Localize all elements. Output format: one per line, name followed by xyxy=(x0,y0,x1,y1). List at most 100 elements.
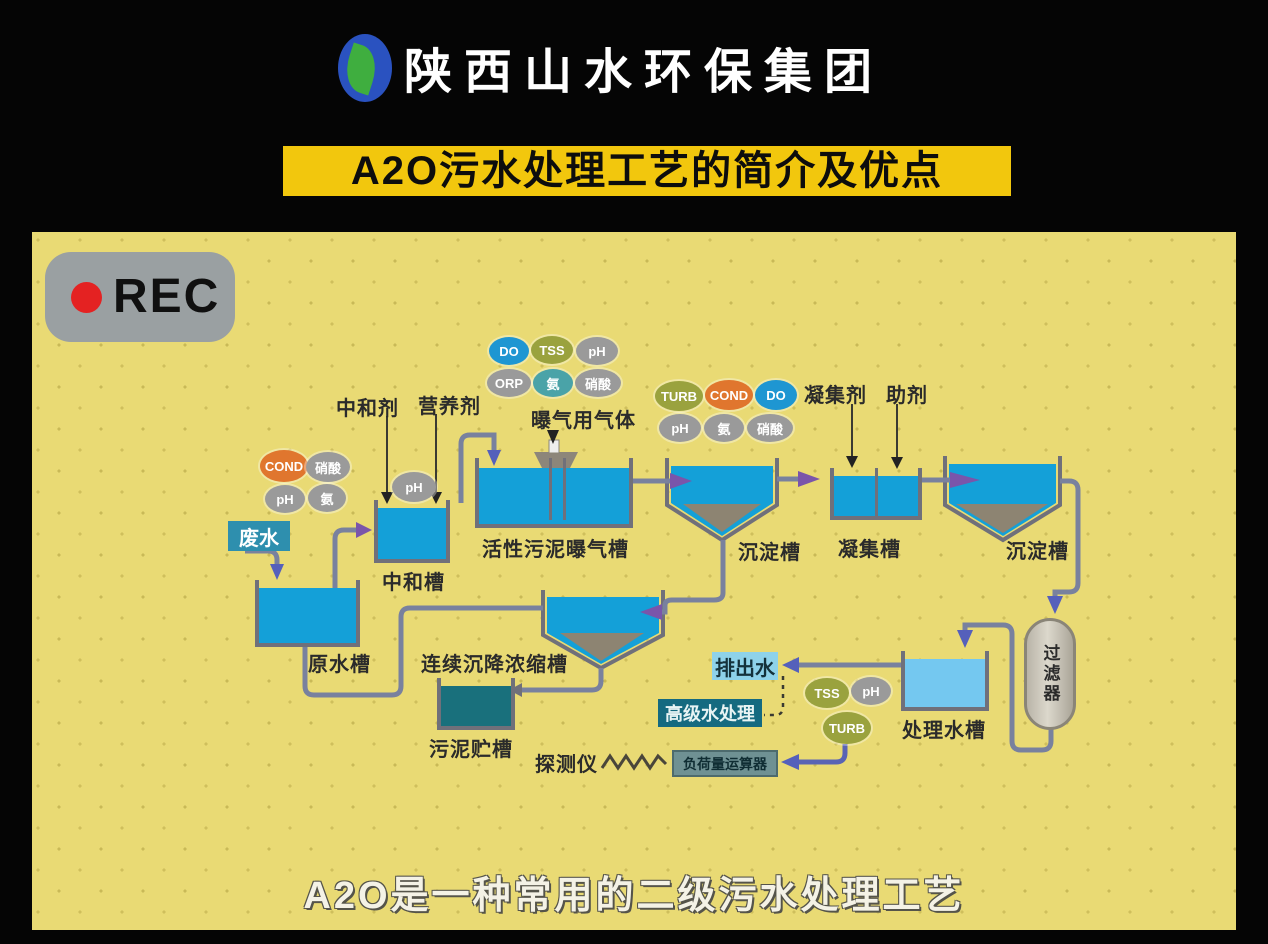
aeration-feeder xyxy=(548,439,560,454)
sensor-bubble-cond-mid: COND xyxy=(705,380,753,410)
rec-label: REC xyxy=(113,270,221,323)
sensor-bubble-ph-raw: pH xyxy=(265,485,305,513)
tank-treated-water xyxy=(901,651,989,711)
coagulation-divider xyxy=(875,468,878,516)
arrow-into-coagulation xyxy=(798,471,820,487)
arrow-into-discharge xyxy=(782,657,799,673)
arrow-neutralizer-dose xyxy=(381,492,393,504)
label-coagulant: 凝集剂 xyxy=(804,385,867,407)
clarifier2-walls xyxy=(943,456,1062,543)
sludge-water xyxy=(441,686,511,726)
chip-discharge-water: 排出水 xyxy=(712,652,778,680)
pipe-wastewater-to-raw xyxy=(245,548,280,566)
label-sludge-tank: 污泥贮槽 xyxy=(429,739,513,761)
sensor-bubble-ph-neutralization: pH xyxy=(392,472,436,502)
label-sedimentation1: 沉淀槽 xyxy=(738,542,801,564)
aeration-divider-left xyxy=(549,458,552,520)
pipe-turb-to-load-calculator xyxy=(799,744,848,765)
rec-dot-icon xyxy=(71,282,102,313)
chip-advanced-treatment: 高级水处理 xyxy=(658,699,762,727)
raw-water xyxy=(259,588,356,643)
sensor-bubble-nitrate-raw: 硝酸 xyxy=(306,452,350,482)
aeration-divider-right xyxy=(563,458,566,520)
tank-raw-water xyxy=(255,580,360,647)
title-banner: A2O污水处理工艺的简介及优点 xyxy=(283,146,1011,196)
label-aeration-gas: 曝气用气体 xyxy=(531,410,636,432)
signal-zigzag-line xyxy=(600,753,668,771)
sensor-bubble-ammonia: 氨 xyxy=(533,369,573,397)
sensor-bubble-ammonia-mid: 氨 xyxy=(704,414,744,442)
company-name: 陕西山水环保集团 xyxy=(404,46,885,99)
tank-neutralization xyxy=(374,500,450,563)
label-nutrient: 营养剂 xyxy=(418,396,481,418)
pipe-sedimentation2-to-filter xyxy=(1052,478,1081,596)
arrow-nutrient-dose xyxy=(430,492,442,504)
label-aeration-tank: 活性污泥曝气槽 xyxy=(482,539,629,561)
treated-water xyxy=(905,659,985,707)
sensor-bubble-ph-treated: pH xyxy=(851,677,891,705)
chip-load-calculator: 负荷量运算器 xyxy=(672,750,778,777)
label-neutralization-tank: 中和槽 xyxy=(382,572,445,594)
sensor-bubble-ph: pH xyxy=(576,337,618,365)
sensor-bubble-turb-mid: TURB xyxy=(655,381,703,411)
pipe-raw-to-thickener xyxy=(302,605,543,698)
label-neutralizer: 中和剂 xyxy=(336,398,399,420)
clarifier2-water xyxy=(949,464,1056,536)
content-panel xyxy=(32,232,1236,930)
filter-vessel: 过滤器 xyxy=(1024,618,1076,730)
pipe-neutralization-to-aeration xyxy=(458,432,497,503)
label-thickener: 连续沉降浓缩槽 xyxy=(421,654,568,676)
label-detector: 探测仪 xyxy=(535,754,598,776)
aeration-water xyxy=(479,468,629,524)
clarifier1-water xyxy=(671,466,773,536)
company-logo-icon xyxy=(338,34,392,102)
sensor-bubble-ph-mid: pH xyxy=(659,414,701,442)
caption-subtitle: A2O是一种常用的二级污水处理工艺 xyxy=(303,875,965,917)
dashed-discharge-to-advanced xyxy=(764,676,785,717)
sensor-bubble-ammonia-raw: 氨 xyxy=(308,484,346,512)
pipe-raw-to-neutralization xyxy=(332,527,356,590)
sensor-bubble-tss-treated: TSS xyxy=(805,678,849,708)
sensor-bubble-nitrate: 硝酸 xyxy=(575,369,621,397)
thickener-sediment xyxy=(560,633,644,661)
arrow-into-aeration xyxy=(487,450,501,466)
arrow-into-filter xyxy=(1047,596,1063,614)
tank-coagulation xyxy=(830,468,922,520)
sensor-bubble-do-mid: DO xyxy=(755,380,797,410)
pipe-thickener-to-sludge-tank xyxy=(522,668,604,693)
sensor-bubble-tss: TSS xyxy=(531,336,573,364)
sensor-bubble-nitrate-mid: 硝酸 xyxy=(747,414,793,442)
pipe-filter-to-treated xyxy=(962,622,1054,753)
arrow-into-sludge-tank xyxy=(509,683,522,697)
label-raw-tank: 原水槽 xyxy=(308,654,371,676)
chip-wastewater: 废水 xyxy=(228,521,290,551)
neutralization-water xyxy=(378,508,446,559)
arrow-aux-dose xyxy=(891,457,903,469)
arrow-aeration-gas xyxy=(547,430,559,444)
label-aux-agent: 助剂 xyxy=(886,385,928,407)
label-treated-tank: 处理水槽 xyxy=(902,720,986,742)
rec-indicator: REC xyxy=(45,252,235,342)
arrow-coagulant-dose xyxy=(846,456,858,468)
tank-aeration xyxy=(475,458,633,528)
sensor-bubble-orp: ORP xyxy=(487,369,531,397)
arrow-into-load-calculator xyxy=(781,754,799,770)
thickener-water xyxy=(547,597,659,664)
arrow-into-neutralization xyxy=(356,522,372,538)
clarifier2-sediment xyxy=(956,504,1048,533)
tank-sludge-storage xyxy=(437,678,515,730)
arrow-into-raw-tank xyxy=(270,564,284,580)
pipe-sludge1-to-thickener xyxy=(662,540,726,615)
filter-label: 过滤器 xyxy=(1040,644,1060,704)
clarifier1-sediment xyxy=(683,504,761,532)
label-sedimentation2: 沉淀槽 xyxy=(1006,541,1069,563)
arrow-into-treated-tank xyxy=(957,630,973,648)
arrow-into-thickener xyxy=(640,604,662,620)
sensor-bubble-do: DO xyxy=(489,337,529,365)
label-coagulation-tank: 凝集槽 xyxy=(838,539,901,561)
arrow-into-sedimentation2 xyxy=(950,472,980,488)
sensor-bubble-turb-treated: TURB xyxy=(823,712,871,744)
sensor-bubble-cond: COND xyxy=(260,450,308,482)
